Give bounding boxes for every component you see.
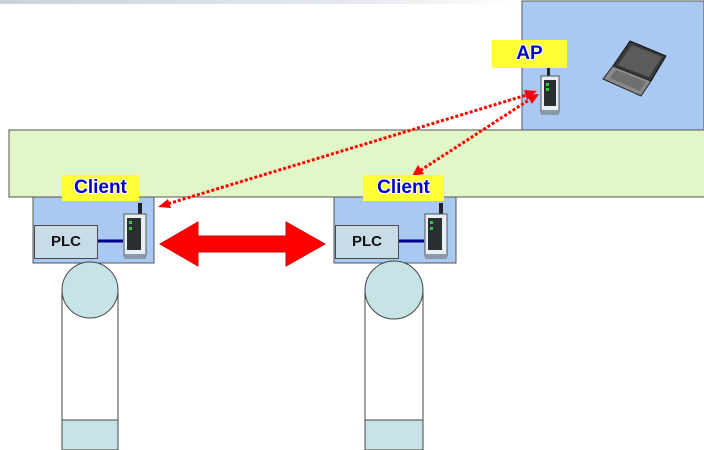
access-point-icon: [540, 66, 560, 115]
client-right-label: Client: [363, 175, 444, 201]
wireless-link-right: [417, 96, 533, 174]
ap-label: AP: [492, 40, 567, 68]
wireless-link-right-head-ap: [527, 94, 539, 104]
wireless-client-icon: [424, 203, 448, 259]
laptop-icon: [602, 40, 667, 97]
robot-arm-left: [61, 261, 119, 450]
plc-right: PLC: [335, 225, 399, 259]
top-strip: [0, 0, 520, 4]
wireless-link-left: [163, 92, 531, 207]
plc-left: PLC: [34, 225, 98, 259]
wireless-client-icon: [123, 203, 147, 259]
wireless-link-right-head-client: [412, 165, 424, 176]
client-to-client-arrow: [159, 221, 327, 267]
robot-arm-right: [364, 260, 424, 450]
client-left-label: Client: [62, 175, 139, 201]
wireless-link-left-head-client: [158, 199, 171, 208]
